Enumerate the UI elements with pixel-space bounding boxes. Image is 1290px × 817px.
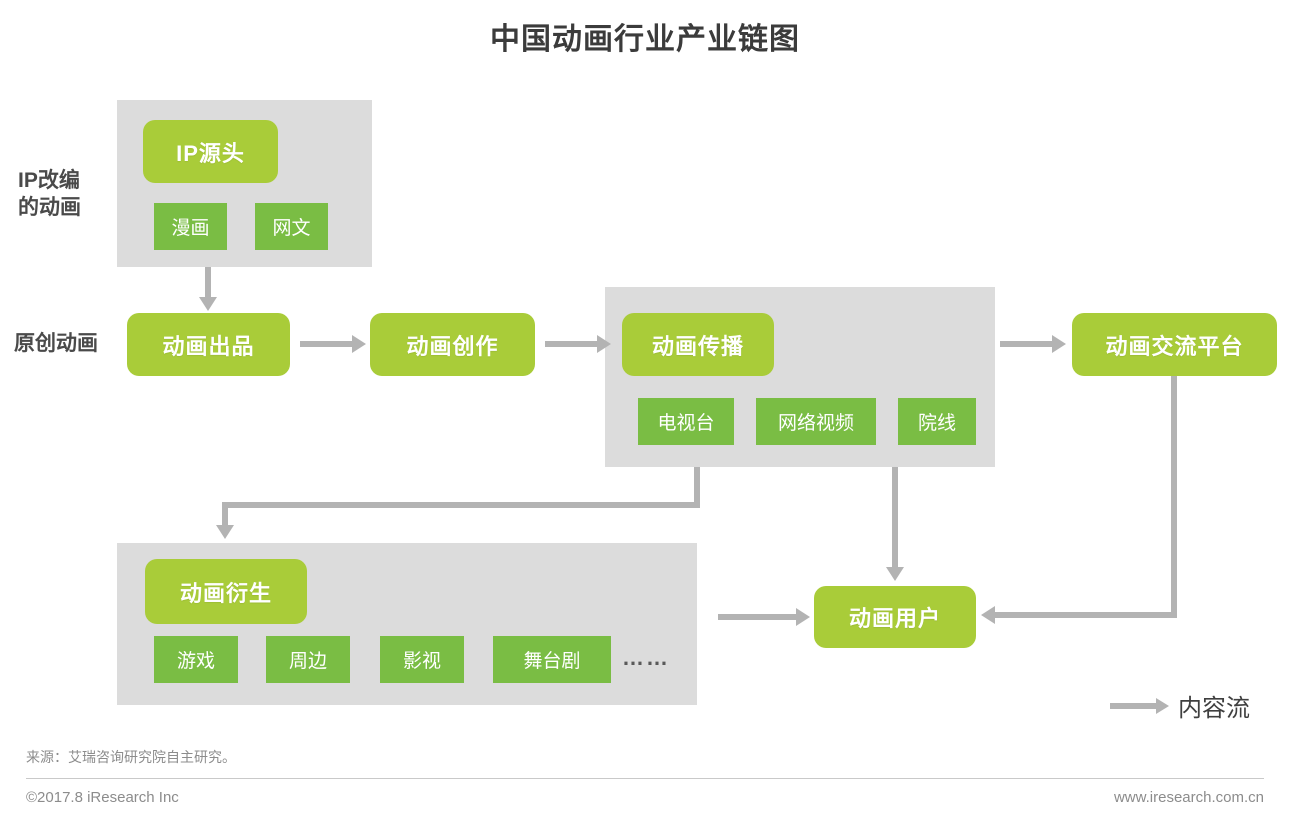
arrowhead-create-to-spread	[597, 335, 611, 353]
arrowhead-spread-to-users	[886, 567, 904, 581]
connector-spread-to-derivative-v2	[222, 502, 228, 527]
arrowhead-spread-to-derivative	[216, 525, 234, 539]
chip-comics[interactable]: 漫画	[154, 203, 227, 250]
connector-produce-to-create	[300, 341, 352, 347]
node-animation-creation[interactable]: 动画创作	[370, 313, 535, 376]
chip-games[interactable]: 游戏	[154, 636, 238, 683]
arrowhead-platform-to-users	[981, 606, 995, 624]
connector-create-to-spread	[545, 341, 597, 347]
legend-label: 内容流	[1178, 695, 1250, 722]
node-animation-community-platform[interactable]: 动画交流平台	[1072, 313, 1277, 376]
node-animation-users[interactable]: 动画用户	[814, 586, 976, 648]
chip-stage-play[interactable]: 舞台剧	[493, 636, 611, 683]
website-text: www.iresearch.com.cn	[1113, 789, 1264, 806]
arrow-right-icon-line	[1110, 702, 1156, 709]
arrowhead-derivative-to-users	[796, 608, 810, 626]
node-ip-source[interactable]: IP源头	[143, 120, 278, 183]
page-title: 中国动画行业产业链图	[490, 23, 800, 56]
chip-tv-station[interactable]: 电视台	[638, 398, 734, 445]
arrowhead-produce-to-create	[352, 335, 366, 353]
source-note: 来源：艾瑞咨询研究院自主研究。	[26, 749, 236, 765]
row-label-original: 原创动画	[14, 332, 98, 355]
chip-merchandise[interactable]: 周边	[266, 636, 350, 683]
chip-web-novel[interactable]: 网文	[255, 203, 328, 250]
connector-spread-to-platform	[1000, 341, 1052, 347]
arrowhead-spread-to-platform	[1052, 335, 1066, 353]
connector-spread-to-users	[892, 467, 898, 569]
connector-ip-to-produce	[205, 267, 211, 299]
chip-online-video[interactable]: 网络视频	[756, 398, 876, 445]
connector-platform-to-users-v	[1171, 376, 1177, 618]
legend: 内容流	[1110, 688, 1250, 723]
connector-spread-to-derivative-v1	[694, 467, 700, 508]
arrow-right-icon	[1156, 697, 1169, 714]
chip-cinema-chain[interactable]: 院线	[898, 398, 976, 445]
node-animation-distribution[interactable]: 动画传播	[622, 313, 774, 376]
connector-derivative-to-users	[718, 614, 796, 620]
footer-divider	[26, 778, 1264, 779]
connector-spread-to-derivative-h	[222, 502, 700, 508]
copyright-text: ©2017.8 iResearch Inc	[26, 789, 179, 806]
connector-platform-to-users-h	[995, 612, 1177, 618]
derivative-more-ellipsis: ……	[622, 645, 670, 670]
arrowhead-ip-to-produce	[199, 297, 217, 311]
node-animation-production[interactable]: 动画出品	[127, 313, 290, 376]
row-label-ip-adapted: IP改编 的动画	[18, 169, 81, 219]
chip-film-and-tv[interactable]: 影视	[380, 636, 464, 683]
node-animation-derivatives[interactable]: 动画衍生	[145, 559, 307, 624]
